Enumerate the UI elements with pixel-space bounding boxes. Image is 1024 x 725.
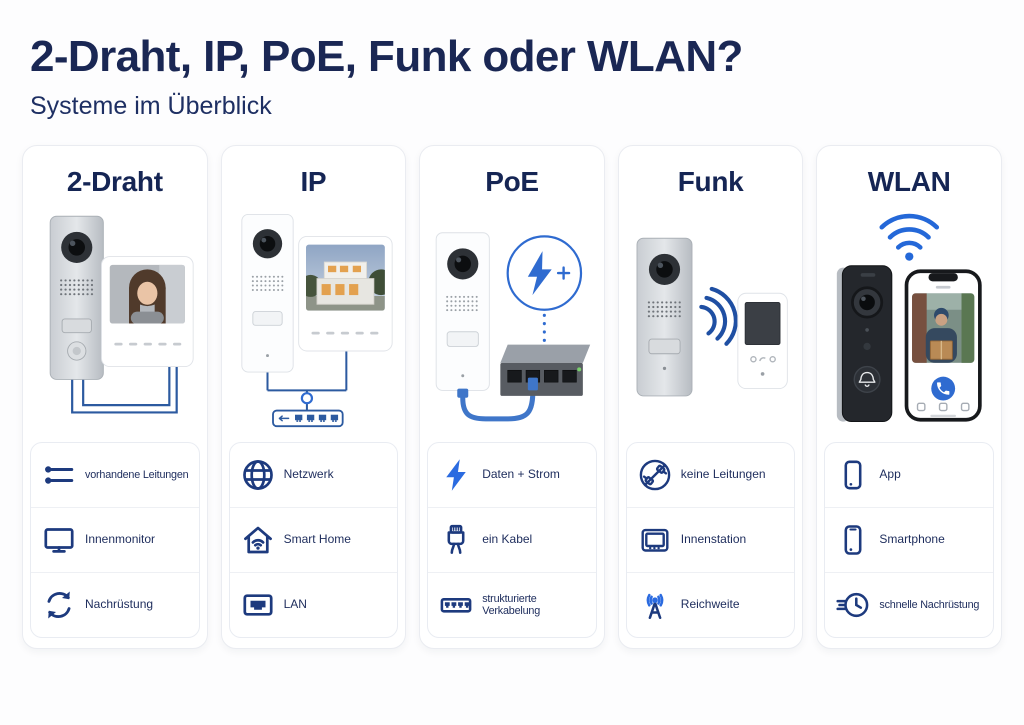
lan-port-icon — [240, 587, 276, 623]
system-card-poe: PoE Daten + Strom ein Kabel strukturierte … — [419, 145, 605, 649]
feature-row: keine Leitungen — [627, 443, 795, 507]
network-node — [300, 392, 313, 405]
refresh-icon — [41, 587, 77, 623]
feature-row: Innenstation — [626, 507, 795, 572]
feature-label: keine Leitungen — [680, 467, 766, 482]
wifi-symbol — [879, 213, 940, 261]
feature-label: LAN — [283, 597, 307, 612]
smartphone — [905, 269, 983, 422]
feature-label: strukturierte Verkabelung — [482, 592, 541, 617]
two-wires-icon — [41, 457, 77, 493]
2draht-illustration — [30, 200, 200, 436]
network-switch-glyph — [271, 409, 344, 428]
lightning-icon — [438, 457, 474, 493]
feature-label: Smartphone — [879, 532, 945, 547]
feature-label: Smart Home — [283, 532, 351, 547]
feature-row: Netzwerk — [230, 443, 398, 507]
page-title: 2-Draht, IP, PoE, Funk oder WLAN? — [30, 32, 743, 81]
feature-row: schnelle Nachrüstung — [825, 572, 993, 637]
feature-row: Daten + Strom — [428, 443, 596, 507]
feature-row: Reichweite — [626, 572, 795, 637]
feature-row: App — [825, 443, 993, 507]
feature-row: Innenmonitor — [31, 507, 199, 572]
poe-switch — [500, 344, 591, 396]
feature-row: Smartphone — [825, 507, 993, 572]
feature-row: strukturierte Verkabelung — [428, 572, 596, 637]
ethernet-cable — [460, 386, 536, 422]
indoor-station-icon — [637, 522, 673, 558]
card-title: IP — [300, 166, 327, 197]
handheld-indoor-unit — [737, 292, 788, 390]
ip-illustration — [229, 200, 399, 436]
door-station-silver — [636, 237, 693, 397]
fast-clock-icon — [835, 587, 871, 623]
feature-label: Reichweite — [680, 597, 740, 612]
feature-row: vorhandene Leitungen — [31, 443, 199, 507]
feature-row: ein Kabel — [428, 507, 596, 572]
antenna-icon — [637, 587, 673, 623]
card-title: Funk — [677, 166, 744, 197]
phone-icon — [835, 457, 871, 493]
feature-label: ein Kabel — [482, 532, 533, 547]
feature-list: Daten + Strom ein Kabel strukturierte Verk… — [427, 442, 597, 638]
page-subtitle: Systeme im Überblick — [30, 92, 272, 120]
patch-panel-icon — [438, 587, 474, 623]
radio-waves — [699, 286, 738, 346]
feature-row: LAN — [229, 572, 398, 637]
door-station-white — [240, 213, 294, 373]
poe-illustration — [427, 200, 597, 436]
smartphone-icon — [835, 522, 871, 558]
page-header: 2-Draht, IP, PoE, Funk oder WLAN? System… — [30, 32, 994, 121]
network-cabling — [266, 351, 347, 411]
smart-home-icon — [240, 522, 276, 558]
feature-label: Netzwerk — [283, 467, 334, 482]
monitor-icon — [41, 522, 77, 558]
door-station-silver — [49, 215, 104, 380]
feature-label: vorhandene Leitungen — [85, 468, 189, 481]
indoor-monitor — [101, 256, 194, 368]
feature-label: Innenstation — [680, 532, 747, 547]
door-station-white — [435, 232, 490, 398]
globe-icon — [240, 457, 276, 493]
card-title: PoE — [485, 166, 539, 197]
indoor-monitor — [297, 235, 393, 352]
feature-label: Nachrüstung — [85, 597, 154, 612]
video-doorbell — [837, 265, 893, 423]
wlan-illustration — [824, 200, 994, 436]
feature-label: Daten + Strom — [482, 467, 560, 482]
two-wire-cable — [71, 366, 178, 414]
funk-illustration — [626, 200, 796, 436]
no-wires-icon — [637, 457, 673, 493]
feature-label: App — [879, 467, 901, 482]
feature-row: Nachrüstung — [31, 572, 199, 637]
feature-label: schnelle Nachrüstung — [879, 598, 980, 611]
feature-row: Smart Home — [229, 507, 398, 572]
card-title: WLAN — [867, 166, 951, 197]
card-title: 2-Draht — [66, 166, 163, 197]
feature-label: Innenmonitor — [85, 532, 156, 547]
power-plus-data-badge — [506, 235, 583, 345]
cable-plug-icon — [438, 522, 474, 558]
